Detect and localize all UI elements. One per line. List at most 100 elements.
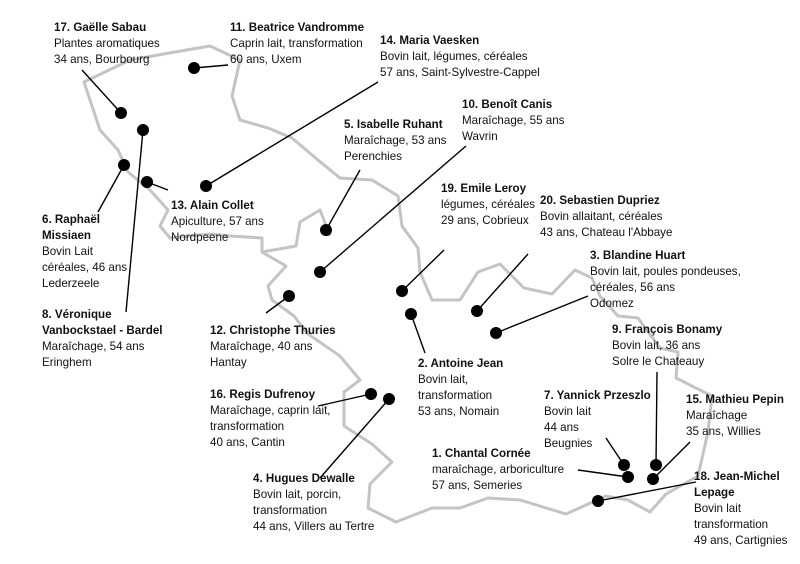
- farmer-name: 18. Jean-Michel: [694, 470, 780, 483]
- farmer-detail: 44 ans: [544, 421, 579, 434]
- connector-line-6: [97, 164, 125, 213]
- farmer-detail: Bovin lait, 36 ans: [612, 339, 701, 352]
- farm-marker-14[interactable]: [200, 180, 212, 192]
- farmer-detail: Apiculture, 57 ans: [171, 215, 264, 228]
- farmer-name: 3. Blandine Huart: [590, 249, 686, 262]
- farm-marker-11[interactable]: [188, 62, 200, 74]
- connector-line-15: [652, 441, 691, 480]
- farm-marker-19[interactable]: [396, 285, 408, 297]
- farmer-detail: Maraîchage: [686, 409, 748, 422]
- farmer-name: Missiaen: [42, 229, 91, 242]
- farm-marker-7[interactable]: [618, 459, 630, 471]
- farm-marker-13[interactable]: [141, 176, 153, 188]
- farm-marker-12[interactable]: [283, 290, 295, 302]
- farmer-name: 10. Benoît Canis: [462, 98, 553, 111]
- farm-marker-3[interactable]: [490, 327, 502, 339]
- farmer-detail: 49 ans, Cartignies: [694, 534, 788, 547]
- farmer-detail: 57 ans, Semeries: [432, 479, 523, 492]
- farmer-name: 9. François Bonamy: [612, 323, 723, 336]
- farm-marker-16[interactable]: [365, 388, 377, 400]
- farmer-detail: 60 ans, Uxem: [230, 53, 302, 66]
- farmer-detail: Eringhem: [42, 356, 92, 369]
- farmer-detail: Lederzeele: [42, 277, 100, 290]
- farm-marker-9[interactable]: [650, 459, 662, 471]
- farm-marker-15[interactable]: [647, 473, 659, 485]
- farmer-name: 15. Mathieu Pepin: [686, 393, 784, 406]
- farmer-detail: Bovin lait: [694, 502, 742, 515]
- farmer-detail: transformation: [418, 389, 493, 402]
- farmer-name: 14. Maria Vaesken: [380, 34, 480, 47]
- farmer-detail: céréales, 56 ans: [590, 281, 676, 294]
- farmer-detail: Bovin allaitant, céréales: [540, 210, 663, 223]
- connector-lines: [81, 64, 697, 502]
- farm-marker-18[interactable]: [592, 495, 604, 507]
- farmer-name: 4. Hugues Dewalle: [253, 472, 355, 485]
- farmer-detail: Nordpeene: [171, 231, 229, 244]
- farmer-name: 1. Chantal Cornée: [432, 447, 531, 460]
- farm-marker-5[interactable]: [320, 224, 332, 236]
- farmer-detail: transformation: [253, 504, 328, 517]
- farmer-detail: Bovin lait,: [418, 373, 469, 386]
- farmer-name: 11. Beatrice Vandromme: [230, 21, 365, 34]
- connector-line-2: [410, 313, 426, 354]
- farmer-detail: 53 ans, Nomain: [418, 405, 500, 418]
- farmer-detail: Beugnies: [544, 437, 593, 450]
- region-inner-border: [261, 208, 332, 254]
- farmer-detail: Hantay: [210, 356, 247, 369]
- farmer-name: 12. Christophe Thuries: [210, 324, 336, 337]
- connector-line-1: [577, 469, 629, 478]
- farmer-detail: Maraîchage, caprin lait,: [210, 404, 331, 417]
- farm-marker-6[interactable]: [118, 159, 130, 171]
- farmer-name: 7. Yannick Przeszlo: [544, 389, 651, 402]
- farm-marker-2[interactable]: [405, 308, 417, 320]
- farm-marker-4[interactable]: [383, 393, 395, 405]
- farmer-detail: 40 ans, Cantin: [210, 436, 285, 449]
- connector-line-18: [597, 481, 697, 502]
- connector-line-16: [317, 393, 372, 407]
- farmer-name: 5. Isabelle Ruhant: [344, 118, 443, 131]
- farmer-name: 20. Sebastien Dupriez: [540, 194, 660, 207]
- farmer-detail: Caprin lait, transformation: [230, 37, 363, 50]
- farmer-detail: Odomez: [590, 297, 634, 310]
- farmer-name: Vanbockstael - Bardel: [42, 324, 163, 337]
- connector-line-17: [81, 69, 122, 114]
- farm-markers: [115, 62, 662, 507]
- farmer-detail: Bovin lait, porcin,: [253, 488, 342, 501]
- farmer-detail: Bovin lait, poules pondeuses,: [590, 265, 741, 278]
- farm-marker-10[interactable]: [314, 266, 326, 278]
- farm-marker-8[interactable]: [137, 124, 149, 136]
- farmer-detail: transformation: [694, 518, 769, 531]
- farmer-detail: Perenchies: [344, 150, 403, 163]
- farm-marker-17[interactable]: [115, 107, 127, 119]
- farmer-detail: Maraîchage, 54 ans: [42, 340, 145, 353]
- farmer-detail: 29 ans, Cobrieux: [441, 214, 529, 227]
- farm-marker-20[interactable]: [471, 305, 483, 317]
- connector-line-3: [495, 295, 589, 334]
- farmer-detail: Bovin lait: [544, 405, 592, 418]
- farmer-detail: Maraîchage, 40 ans: [210, 340, 313, 353]
- farmer-detail: 34 ans, Bourbourg: [54, 53, 150, 66]
- farm-marker-1[interactable]: [622, 471, 634, 483]
- farmer-detail: Bovin lait, légumes, céréales: [380, 50, 528, 63]
- connector-line-10: [319, 145, 467, 273]
- farmer-detail: Plantes aromatiques: [54, 37, 160, 50]
- connector-line-4: [319, 398, 390, 479]
